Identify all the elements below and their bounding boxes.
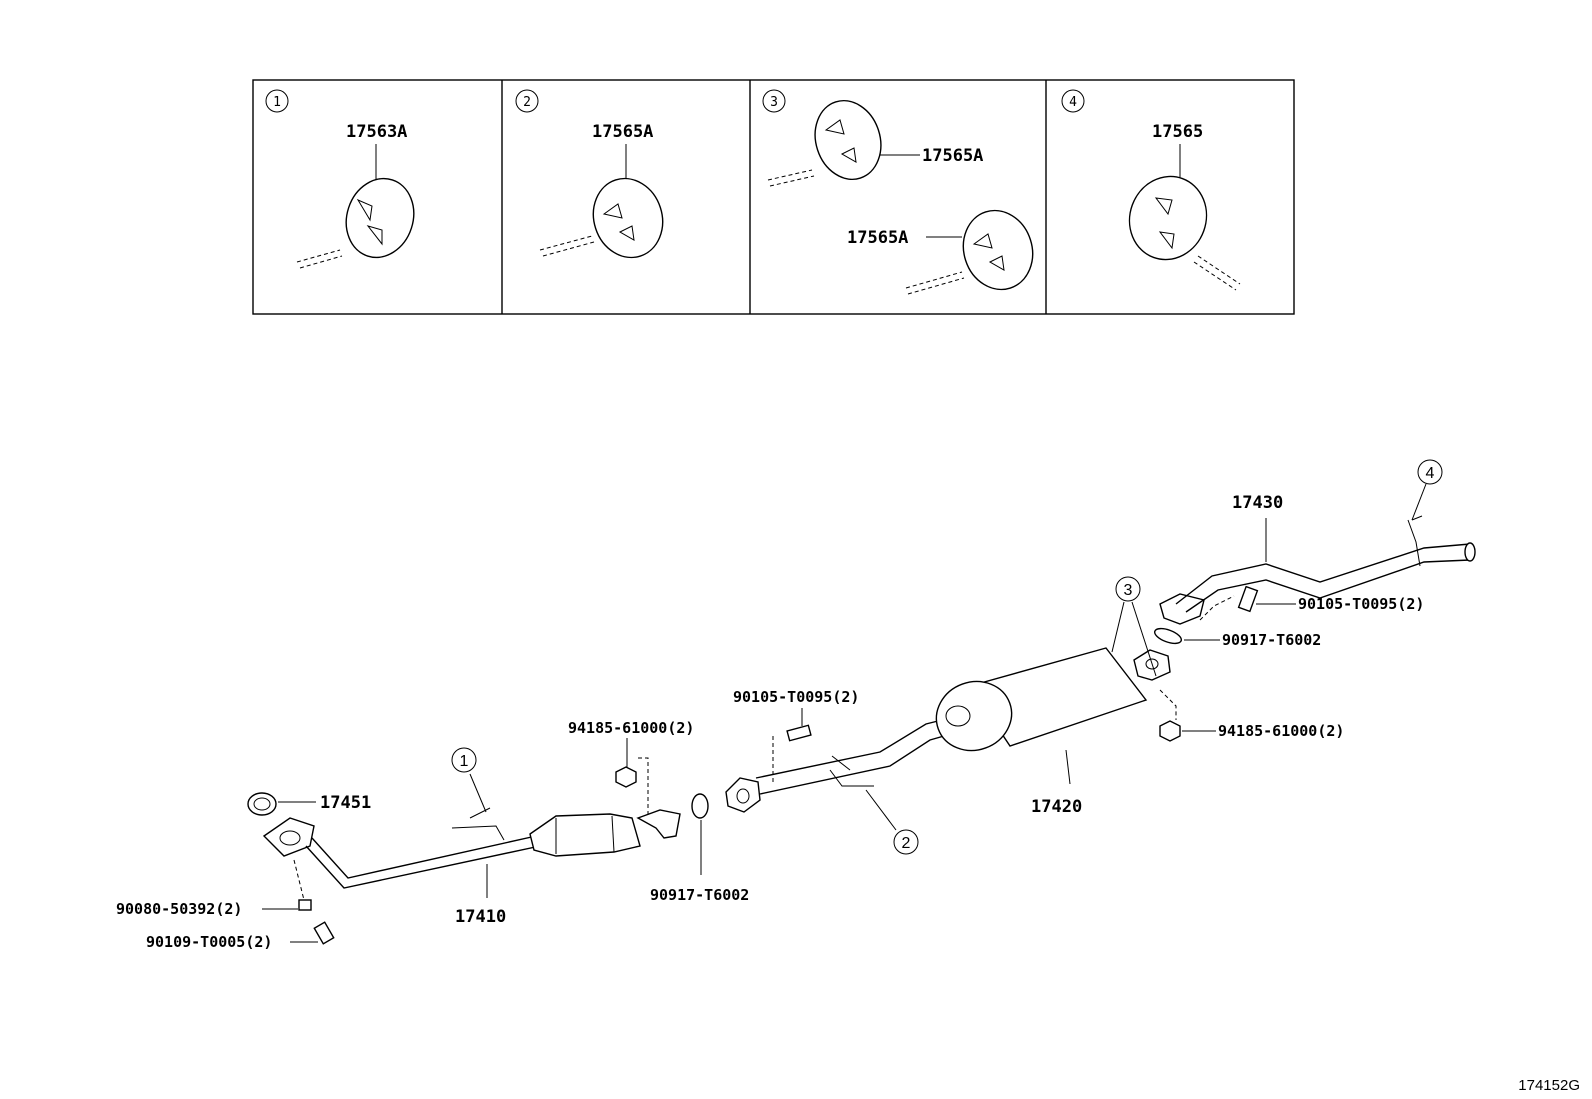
- label-90109-T0005[interactable]: 90109-T0005(2): [146, 933, 272, 951]
- bolt-90109: [313, 921, 335, 945]
- center-pipe-flange: [725, 777, 761, 813]
- center-pipe-muffler-assembly: 2 90105-T0095(2) 17420 3 94185-61000(2): [725, 576, 1344, 855]
- nut-94185-front: [615, 766, 637, 788]
- svg-text:4: 4: [1426, 465, 1435, 482]
- svg-text:2: 2: [902, 835, 911, 852]
- label-17420[interactable]: 17420: [1031, 797, 1082, 817]
- gasket-90917-tail: [1153, 627, 1183, 645]
- detail-panel-3: 3 17565A 17565A: [762, 89, 1034, 295]
- front-flange: [262, 817, 315, 857]
- panel-4-number: 4: [1069, 95, 1077, 110]
- tail-pipe-assembly: 4 17430 90105-T0095(2) 90917-T6002: [1153, 459, 1476, 649]
- detail-panel-1: 1 17563A: [265, 89, 415, 269]
- hanger-rubber-17565A-panel2: [592, 177, 664, 259]
- label-17410[interactable]: 17410: [455, 907, 506, 927]
- bolt-90105-tail: [1237, 585, 1259, 613]
- hanger-rubber-17565A-lower: [962, 209, 1034, 291]
- front-pipe-assembly: 17451 1 17410 90080-50392(2) 90109-T0005…: [116, 719, 749, 951]
- callout-3[interactable]: [1115, 576, 1141, 602]
- catalytic-converter: [529, 813, 641, 857]
- detail-panel-2: 2 17565A: [515, 89, 664, 259]
- panel-4-part-label[interactable]: 17565: [1152, 122, 1203, 142]
- hanger-rubber-17565: [1128, 175, 1208, 261]
- panel-3-lower-part-label[interactable]: 17565A: [847, 228, 908, 248]
- label-17430[interactable]: 17430: [1232, 493, 1283, 513]
- detail-panel-4: 4 17565: [1061, 89, 1241, 291]
- gasket-17451: [247, 792, 277, 816]
- nut-94185-rear: [1159, 720, 1181, 742]
- svg-text:3: 3: [1124, 582, 1133, 599]
- label-94185-rear[interactable]: 94185-61000(2): [1218, 722, 1344, 740]
- svg-text:1: 1: [460, 753, 469, 770]
- hanger-rubber-17563A: [345, 177, 415, 259]
- hanger-rubber-17565A-upper: [814, 99, 882, 181]
- front-pipe-rear-flange: [636, 809, 681, 839]
- label-90917-front[interactable]: 90917-T6002: [650, 886, 749, 904]
- panel-2-number: 2: [523, 95, 531, 110]
- gasket-90917-front: [691, 793, 709, 819]
- figure-id: 174152G: [1518, 1077, 1580, 1094]
- callout-2[interactable]: [893, 829, 919, 855]
- label-94185-front[interactable]: 94185-61000(2): [568, 719, 694, 737]
- panel-2-part-label[interactable]: 17565A: [592, 122, 653, 142]
- panel-1-number: 1: [273, 95, 281, 110]
- panel-1-part-label[interactable]: 17563A: [346, 122, 407, 142]
- callout-1[interactable]: [451, 747, 477, 773]
- bolt-90105-center: [786, 724, 812, 742]
- tail-pipe-flange: [1159, 593, 1205, 625]
- label-90080-50392[interactable]: 90080-50392(2): [116, 900, 242, 918]
- tail-pipe-tip: [1464, 542, 1476, 562]
- label-90105-center[interactable]: 90105-T0095(2): [733, 688, 859, 706]
- spring-90080: [298, 899, 312, 911]
- label-17451[interactable]: 17451: [320, 793, 371, 813]
- label-90105-tail[interactable]: 90105-T0095(2): [1298, 595, 1424, 613]
- panel-3-upper-part-label[interactable]: 17565A: [922, 146, 983, 166]
- panel-3-number: 3: [770, 95, 778, 110]
- detail-panels: [252, 79, 1295, 315]
- callout-4[interactable]: [1417, 459, 1443, 485]
- label-90917-tail[interactable]: 90917-T6002: [1222, 631, 1321, 649]
